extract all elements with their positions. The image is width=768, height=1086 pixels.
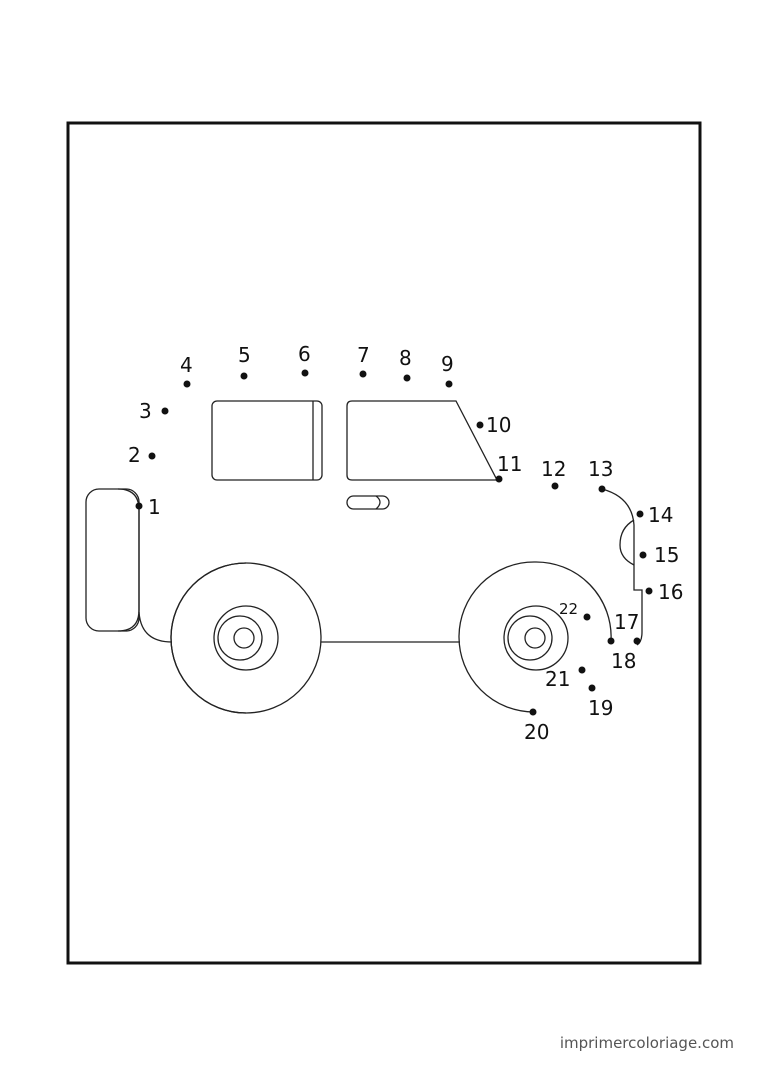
dot-label-22: 22	[559, 600, 578, 618]
dot-3	[161, 407, 169, 415]
dot-label-18: 18	[611, 649, 636, 673]
dot-15	[639, 551, 647, 559]
dot-21	[578, 666, 586, 674]
dot-label-6: 6	[298, 342, 311, 366]
rear-window	[211, 400, 323, 481]
dot-label-20: 20	[524, 720, 549, 744]
site-credit: imprimercoloriage.com	[559, 1034, 734, 1052]
dot-label-17: 17	[614, 610, 639, 634]
dot-label-7: 7	[357, 343, 370, 367]
dot-19	[588, 684, 596, 692]
front-window	[346, 400, 499, 481]
dot-20	[529, 708, 537, 716]
dot-5	[240, 372, 248, 380]
dot-8	[403, 374, 411, 382]
dot-10	[476, 421, 484, 429]
dot-12	[551, 482, 559, 490]
dot-6	[301, 369, 309, 377]
dot-label-9: 9	[441, 352, 454, 376]
dot-16	[645, 587, 653, 595]
dot-22	[583, 613, 591, 621]
dot-label-19: 19	[588, 696, 613, 720]
page-frame	[66, 121, 702, 965]
front-wheel	[458, 561, 535, 713]
dot-label-1: 1	[148, 495, 161, 519]
dot-2	[148, 452, 156, 460]
dot-label-15: 15	[654, 543, 679, 567]
dot-label-21: 21	[545, 667, 570, 691]
dot-label-10: 10	[486, 413, 511, 437]
dot-label-8: 8	[399, 346, 412, 370]
dot-7	[359, 370, 367, 378]
dot-9	[445, 380, 453, 388]
dot-17	[607, 637, 615, 645]
dot-label-5: 5	[238, 343, 251, 367]
dot-label-12: 12	[541, 457, 566, 481]
spare-tire	[85, 488, 140, 632]
rear-wheel	[170, 562, 322, 714]
dot-14	[636, 510, 644, 518]
dot-label-4: 4	[180, 353, 193, 377]
dot-label-14: 14	[648, 503, 673, 527]
dot-label-11: 11	[497, 452, 522, 476]
dot-1	[135, 502, 143, 510]
dot-11	[495, 475, 503, 483]
door-handle	[346, 495, 390, 510]
dot-label-13: 13	[588, 457, 613, 481]
dot-13	[598, 485, 606, 493]
dot-label-2: 2	[128, 443, 141, 467]
car-outline	[85, 400, 643, 714]
dot-label-16: 16	[658, 580, 683, 604]
dot-18	[633, 637, 641, 645]
dot-label-3: 3	[139, 399, 152, 423]
dot-4	[183, 380, 191, 388]
